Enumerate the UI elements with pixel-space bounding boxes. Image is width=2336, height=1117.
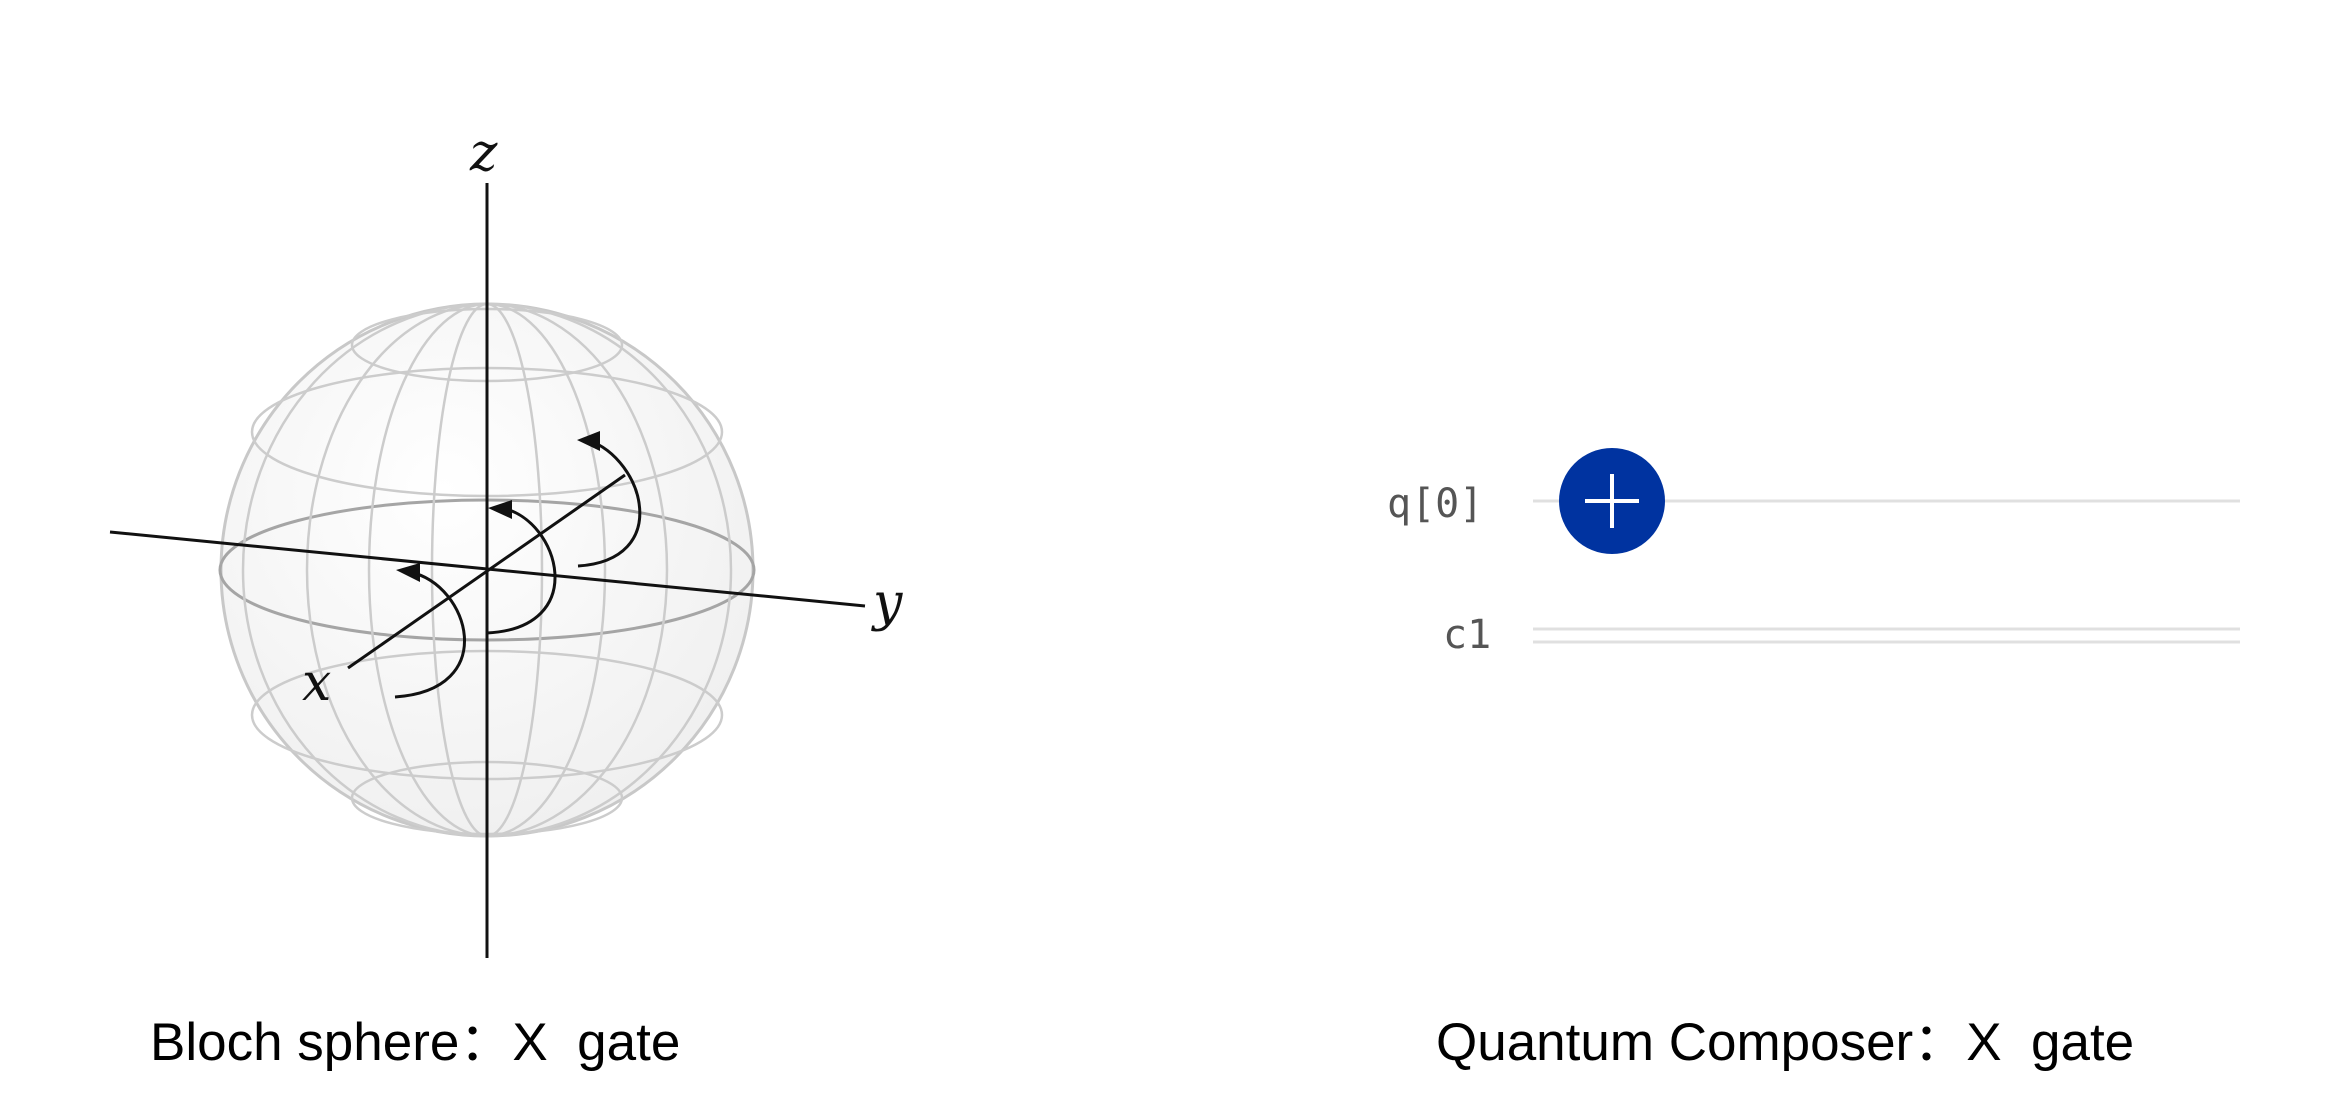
quantum-composer-circuit: q[0] c1 [1387, 448, 2240, 658]
rotation-arrow-1 [394, 570, 466, 699]
x-axis-label: x [302, 653, 331, 713]
bloch-sphere: z y x [109, 123, 903, 958]
bloch-sphere-caption: Bloch sphere：X gate [150, 1013, 681, 1072]
axes [109, 183, 866, 958]
qubit-label: q[0] [1387, 481, 1483, 527]
arrowhead-1 [396, 563, 420, 582]
composer-caption: Quantum Composer：X gate [1436, 1013, 2135, 1072]
y-axis-label: y [871, 573, 903, 633]
plus-icon [1585, 474, 1639, 528]
x-gate[interactable] [1559, 448, 1665, 554]
x-axis [347, 473, 626, 670]
classical-register-label: c1 [1443, 612, 1491, 658]
arrowhead-3 [577, 431, 600, 451]
z-axis-label: z [469, 123, 498, 183]
rotation-arrow-2 [486, 506, 557, 635]
arrowheads [396, 431, 600, 582]
arrowhead-2 [488, 500, 512, 519]
rotation-arrow-3 [577, 438, 642, 568]
rotation-arrows [394, 438, 642, 699]
